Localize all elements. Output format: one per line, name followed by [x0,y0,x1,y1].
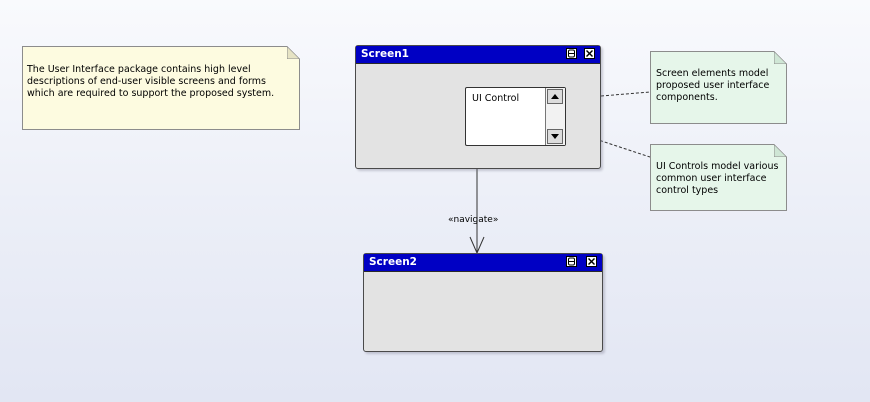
note-screen-elements[interactable]: Screen elements model proposed user inte… [650,51,787,124]
ui-control-label: UI Control [472,93,520,104]
scroll-up-arrow-icon[interactable] [547,89,563,104]
note-screen-elements-text: Screen elements model proposed user inte… [656,68,770,103]
ui-control-element[interactable]: UI Control [465,87,566,146]
note-link-screen-elements[interactable] [600,91,651,97]
screen1-titlebar[interactable]: Screen1 [356,46,600,64]
screen2-title: Screen2 [369,256,417,268]
ui-control-scrollbar[interactable] [545,88,565,145]
restore-icon[interactable] [566,256,577,267]
restore-icon[interactable] [566,48,577,59]
close-icon[interactable] [584,48,595,59]
note-fold-icon [287,46,300,59]
screen2-titlebar[interactable]: Screen2 [364,254,602,272]
screen1-element[interactable]: Screen1 UI Control [355,45,601,169]
screen2-element[interactable]: Screen2 [363,253,603,352]
note-package-description[interactable]: The User Interface package contains high… [22,46,300,130]
screen1-title: Screen1 [361,48,409,60]
note-fold-icon [774,144,787,157]
note-package-description-text: The User Interface package contains high… [27,64,275,99]
note-fold-icon [774,51,787,64]
note-ui-controls-text: UI Controls model various common user in… [656,161,779,196]
close-icon[interactable] [586,256,597,267]
navigate-arrowhead [469,236,485,255]
note-ui-controls[interactable]: UI Controls model various common user in… [650,144,787,211]
navigate-label: «navigate» [448,215,499,225]
scroll-down-arrow-icon[interactable] [547,129,563,144]
